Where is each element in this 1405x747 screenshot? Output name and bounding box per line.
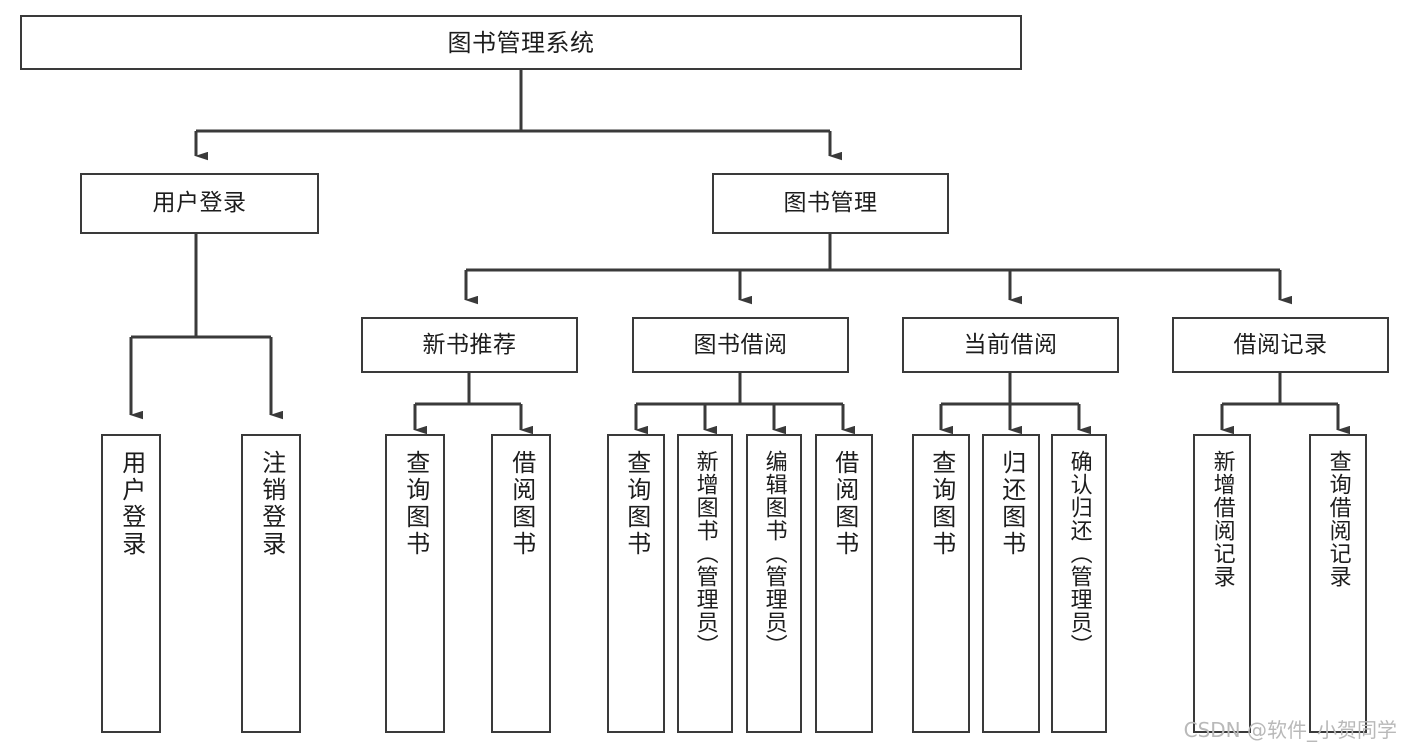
node-user-login-label: 用户登录 bbox=[152, 190, 247, 217]
node-book-borrow-label: 图书借阅 bbox=[693, 331, 788, 358]
node-leaf-add-book-label: 新增图书（管理员） bbox=[692, 450, 718, 657]
node-leaf-query-book-3-label: 查询图书 bbox=[927, 450, 956, 558]
node-leaf-query-record-label: 查询借阅记录 bbox=[1325, 450, 1351, 588]
node-leaf-add-record[interactable]: 新增借阅记录 bbox=[1193, 434, 1251, 733]
node-leaf-return-book[interactable]: 归还图书 bbox=[982, 434, 1040, 733]
node-leaf-borrow-book-1[interactable]: 借阅图书 bbox=[491, 434, 551, 733]
node-leaf-user-login-label: 用户登录 bbox=[117, 450, 146, 558]
node-leaf-borrow-book-2-label: 借阅图书 bbox=[830, 450, 859, 558]
node-leaf-confirm-return[interactable]: 确认归还（管理员） bbox=[1051, 434, 1107, 733]
node-book-manage[interactable]: 图书管理 bbox=[712, 173, 949, 234]
node-leaf-add-book[interactable]: 新增图书（管理员） bbox=[677, 434, 733, 733]
node-leaf-query-record[interactable]: 查询借阅记录 bbox=[1309, 434, 1367, 733]
node-root-label: 图书管理系统 bbox=[447, 28, 595, 57]
node-leaf-edit-book-label: 编辑图书（管理员） bbox=[761, 450, 787, 657]
node-leaf-query-book-3[interactable]: 查询图书 bbox=[912, 434, 970, 733]
node-leaf-user-login[interactable]: 用户登录 bbox=[101, 434, 161, 733]
node-borrow-record-label: 借阅记录 bbox=[1233, 331, 1328, 358]
watermark: CSDN @软件_小贺同学 bbox=[1183, 718, 1397, 742]
node-leaf-user-logout[interactable]: 注销登录 bbox=[241, 434, 301, 733]
node-current-borrow-label: 当前借阅 bbox=[963, 331, 1058, 358]
node-user-login[interactable]: 用户登录 bbox=[80, 173, 319, 234]
node-leaf-query-book-2-label: 查询图书 bbox=[622, 450, 651, 558]
node-borrow-record[interactable]: 借阅记录 bbox=[1172, 317, 1389, 373]
node-leaf-query-book-1-label: 查询图书 bbox=[401, 450, 430, 558]
node-leaf-user-logout-label: 注销登录 bbox=[257, 450, 286, 558]
node-leaf-borrow-book-2[interactable]: 借阅图书 bbox=[815, 434, 873, 733]
node-root[interactable]: 图书管理系统 bbox=[20, 15, 1022, 70]
node-new-book-rec-label: 新书推荐 bbox=[422, 331, 517, 358]
node-leaf-add-record-label: 新增借阅记录 bbox=[1209, 450, 1235, 588]
node-leaf-query-book-2[interactable]: 查询图书 bbox=[607, 434, 665, 733]
node-leaf-query-book-1[interactable]: 查询图书 bbox=[385, 434, 445, 733]
node-leaf-borrow-book-1-label: 借阅图书 bbox=[507, 450, 536, 558]
node-book-manage-label: 图书管理 bbox=[783, 190, 878, 217]
node-leaf-confirm-return-label: 确认归还（管理员） bbox=[1066, 450, 1092, 657]
node-leaf-edit-book[interactable]: 编辑图书（管理员） bbox=[746, 434, 802, 733]
node-new-book-rec[interactable]: 新书推荐 bbox=[361, 317, 578, 373]
node-book-borrow[interactable]: 图书借阅 bbox=[632, 317, 849, 373]
node-leaf-return-book-label: 归还图书 bbox=[997, 450, 1026, 558]
node-current-borrow[interactable]: 当前借阅 bbox=[902, 317, 1119, 373]
